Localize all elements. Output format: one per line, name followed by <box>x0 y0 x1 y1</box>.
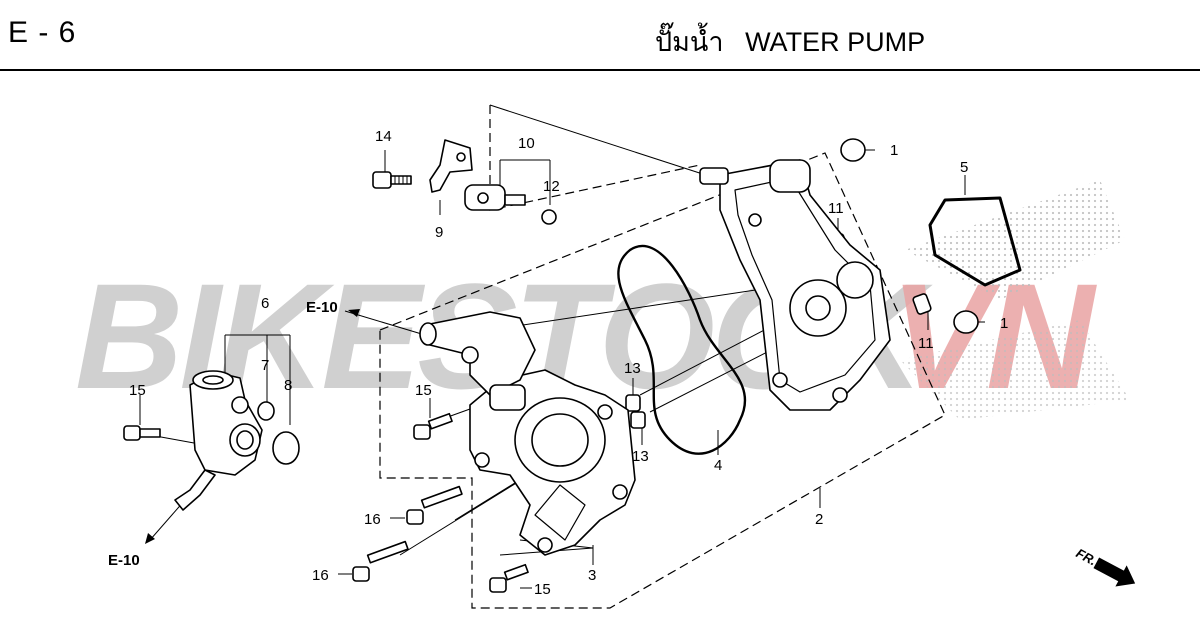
callout-1: 1 <box>890 142 898 159</box>
callout-5: 5 <box>960 159 968 176</box>
reference-e10: E-10 <box>306 299 338 316</box>
part-3-pump-cover <box>469 369 636 556</box>
watermark-wing-pattern <box>900 320 1130 420</box>
callout-12: 12 <box>543 178 560 195</box>
part-14-bolt <box>372 171 412 189</box>
callout-14: 14 <box>375 128 392 145</box>
part-13-dowel-pin <box>630 411 646 429</box>
callout-15: 15 <box>534 581 551 598</box>
reference-arrowheads <box>145 309 360 544</box>
pump-body-housing <box>699 159 891 411</box>
callout-10: 10 <box>518 135 535 152</box>
callout-1: 1 <box>1000 315 1008 332</box>
page-header: E - 6 ปั๊มน้ำ WATER PUMP <box>0 0 1200 71</box>
part-6-thermostat-housing <box>174 370 263 511</box>
title-english: WATER PUMP <box>745 27 926 57</box>
callout-11: 11 <box>918 335 934 352</box>
part-15-bolt <box>413 412 453 440</box>
part-9-bracket <box>429 139 473 193</box>
callout-8: 8 <box>284 377 292 394</box>
title-thai: ปั๊มน้ำ <box>655 27 724 58</box>
header-divider <box>0 69 1200 71</box>
part-15-bolt <box>489 563 529 593</box>
callout-16: 16 <box>312 567 329 584</box>
callout-16: 16 <box>364 511 381 528</box>
callout-13: 13 <box>632 448 649 465</box>
section-code: E - 6 <box>8 16 77 49</box>
page-title: ปั๊มน้ำ WATER PUMP <box>655 20 925 63</box>
callout-15: 15 <box>129 382 146 399</box>
part-4-gasket <box>617 244 747 455</box>
callout-13: 13 <box>624 360 641 377</box>
callout-15: 15 <box>415 382 432 399</box>
pump-outlet-pipe <box>419 311 536 411</box>
callout-4: 4 <box>714 457 722 474</box>
callout-11: 11 <box>828 200 844 217</box>
part-11-dowel-pin <box>912 293 932 315</box>
part-12-o-ring <box>541 209 557 225</box>
part-1-o-ring <box>953 310 979 334</box>
reference-e10: E-10 <box>108 552 140 569</box>
part-7-o-ring <box>257 401 275 421</box>
callout-7: 7 <box>261 357 269 374</box>
part-10-sensor <box>464 184 526 211</box>
callout-labels: 1 1 2 3 4 5 6 7 8 9 10 11 11 12 13 13 14… <box>108 128 1008 598</box>
part-15-bolt <box>123 425 161 441</box>
part-5-gasket <box>928 196 1022 287</box>
part-1-o-ring <box>840 138 866 162</box>
part-16-bolt <box>406 485 463 525</box>
callout-3: 3 <box>588 567 596 584</box>
part-13-dowel-pin <box>625 394 641 412</box>
part-16-bolt <box>352 540 409 582</box>
callout-6: 6 <box>261 295 269 312</box>
callout-2: 2 <box>815 511 823 528</box>
front-direction-arrow: FR. <box>1074 545 1136 587</box>
part-8-o-ring <box>272 431 300 465</box>
callout-9: 9 <box>435 224 443 241</box>
